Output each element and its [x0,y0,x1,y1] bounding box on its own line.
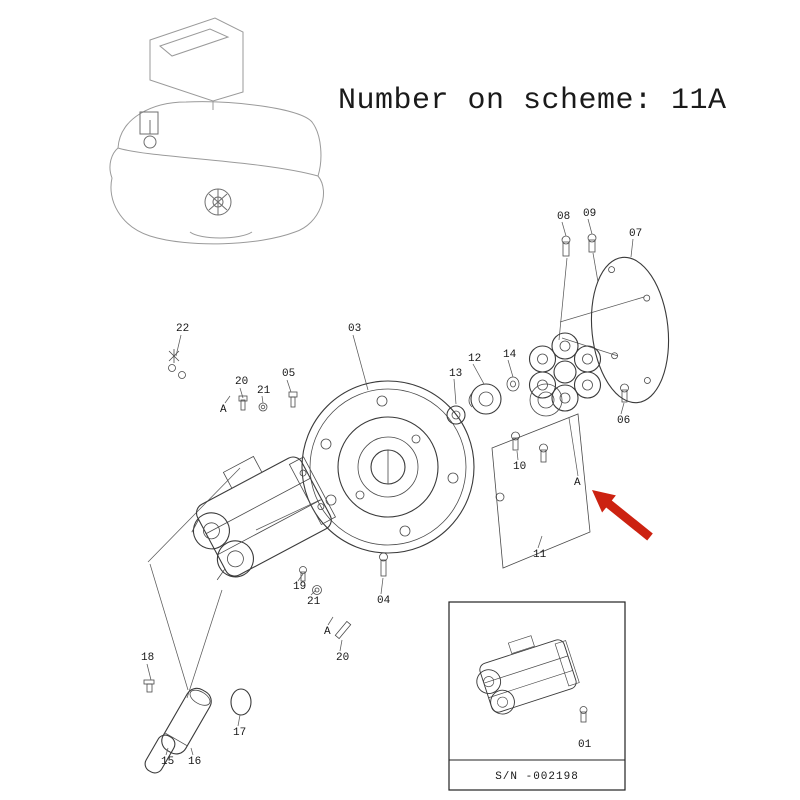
part-label-21: 21 [257,385,271,397]
part-label-13: 13 [449,368,462,380]
machine-sketch [109,17,324,245]
cover-plate [590,256,670,404]
part-label-06: 06 [617,415,630,427]
pointer-arrow [592,490,653,541]
inset-box: S/N -002198 [448,601,626,791]
part-label-18: 18 [141,652,154,664]
bolt-08 [561,235,571,257]
part-label-11: 11 [533,549,547,561]
part-label-08: 08 [557,211,570,223]
part-label-09: 09 [583,208,596,220]
part-label-03: 03 [348,323,361,335]
bolts-10 [511,431,548,463]
flywheel-plate [301,380,475,554]
bolt-05 [288,391,298,408]
washer-21-bottom [312,585,322,595]
part-label-07: 07 [629,228,642,240]
washer-21-top [258,402,268,412]
part-label-15: 15 [161,756,174,768]
bolt-09 [587,233,597,253]
gasket-panel [491,413,591,569]
part-label-05: 05 [282,368,295,380]
spider-coupling [528,332,602,417]
part-label-04: 04 [377,595,391,607]
part-label-10: 10 [513,461,526,473]
part-label-20: 20 [336,652,349,664]
inset-serial-number: S/N -002198 [495,771,579,783]
pin-20-bottom [334,620,352,640]
inset-pump-drawing [476,635,580,715]
bolt-19 [299,566,307,582]
bolt-06 [620,383,629,403]
bolt-18 [143,679,155,693]
part-label-12: 12 [468,353,481,365]
part-label-A: A [220,404,227,416]
bolt-20-top [238,395,248,411]
part-label-20: 20 [235,376,248,388]
cylinder-15 [144,734,176,774]
part-22-group [168,349,186,379]
page-title: Number on scheme: 11A [338,84,727,118]
part-label-A: A [324,626,331,638]
construction-lines [147,252,645,699]
cylinder-16 [161,687,212,755]
part-label-16: 16 [188,756,201,768]
part-label-21: 21 [307,596,321,608]
ring-17 [230,688,252,716]
part-label-14: 14 [503,349,517,361]
bolt-04 [379,552,388,577]
part-label-17: 17 [233,727,246,739]
part-label-A: A [574,477,581,489]
part-label-19: 19 [293,581,306,593]
part-label-22: 22 [176,323,189,335]
part-label-01: 01 [578,739,592,751]
pump-assembly [191,455,337,581]
bolt-01 [579,706,588,723]
